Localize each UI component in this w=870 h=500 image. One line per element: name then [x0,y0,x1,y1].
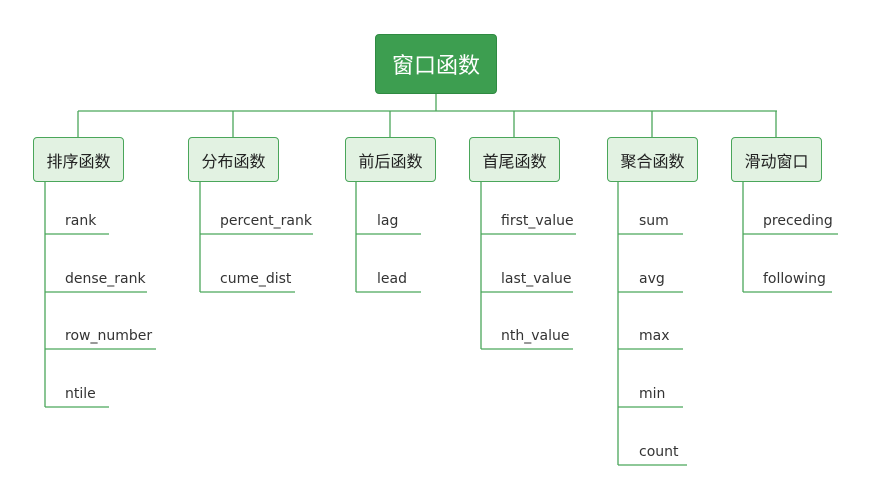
leaf-item: count [639,444,679,460]
category-node-offset: 前后函数 [345,137,436,182]
leaf-item: first_value [501,213,574,229]
root-node: 窗口函数 [375,34,497,94]
leaf-item: preceding [763,213,833,229]
leaf-item: sum [639,213,669,229]
category-label-first-last: 首尾函数 [482,151,547,171]
leaf-item: dense_rank [65,271,146,287]
category-label-distribution: 分布函数 [201,151,266,171]
leaf-item: ntile [65,386,96,402]
leaf-item: nth_value [501,328,570,344]
leaf-item: min [639,386,666,402]
leaf-item: lead [377,271,407,287]
leaf-item: percent_rank [220,213,312,229]
leaf-item: following [763,271,826,287]
leaf-item: last_value [501,271,572,287]
leaf-item: lag [377,213,399,229]
category-node-first-last: 首尾函数 [469,137,560,182]
category-node-aggregate: 聚合函数 [607,137,698,182]
category-node-sliding-window: 滑动窗口 [731,137,822,182]
leaf-item: cume_dist [220,271,292,287]
leaf-item: row_number [65,328,153,344]
leaf-item: max [639,328,670,344]
category-label-aggregate: 聚合函数 [620,151,685,171]
category-label-sliding-window: 滑动窗口 [744,151,809,171]
category-label-sorting: 排序函数 [46,151,111,171]
root-label: 窗口函数 [391,54,480,79]
leaf-item: rank [65,213,97,229]
leaf-item: avg [639,271,665,287]
category-node-sorting: 排序函数 [33,137,124,182]
category-node-distribution: 分布函数 [188,137,279,182]
category-label-offset: 前后函数 [358,151,423,171]
